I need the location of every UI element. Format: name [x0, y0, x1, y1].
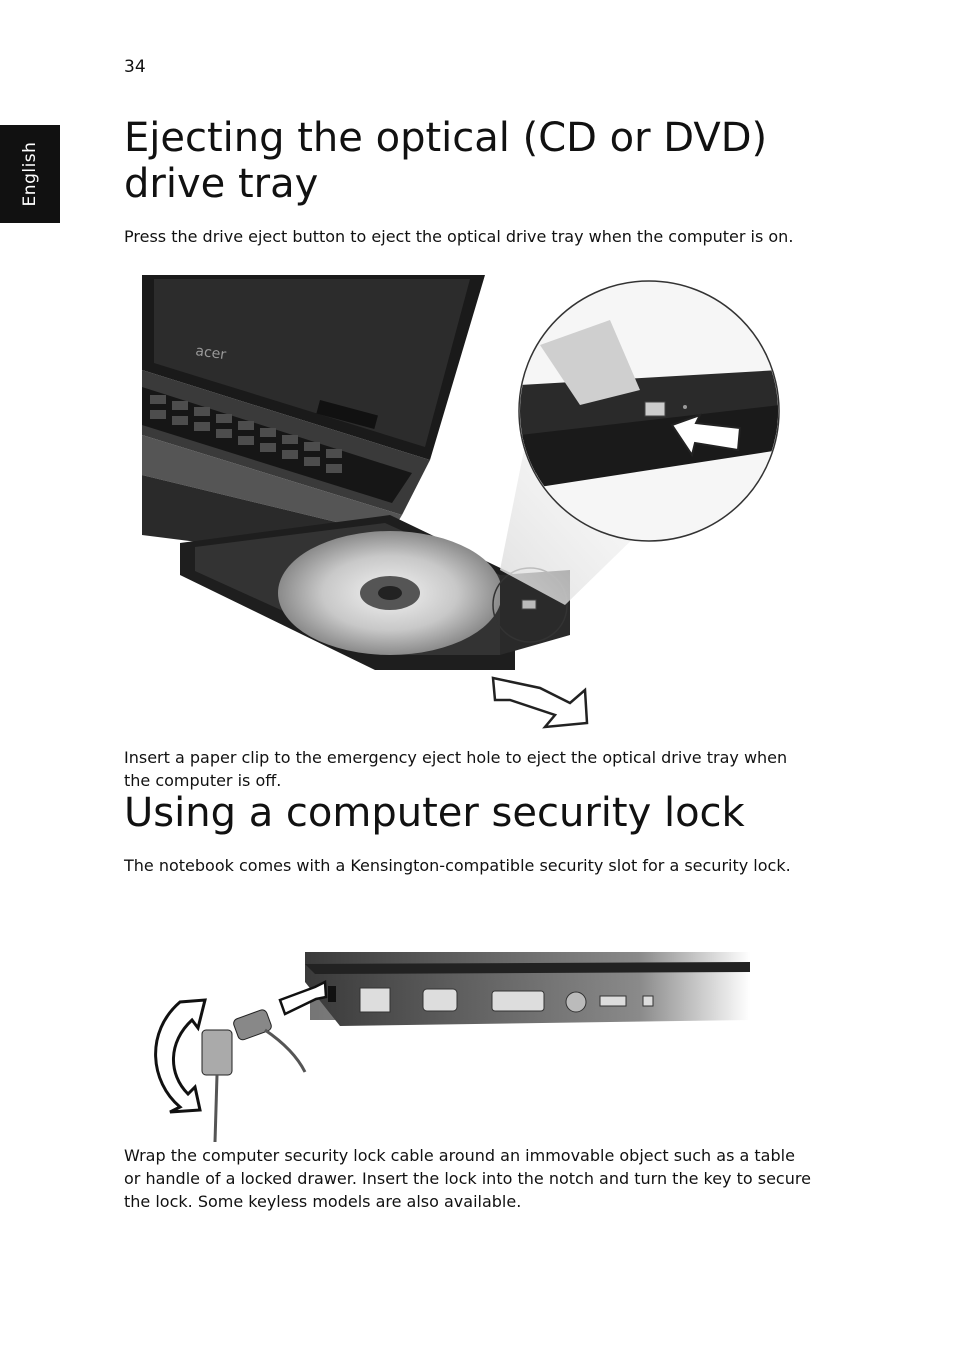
- security-lock-intro-text: The notebook comes with a Kensington-com…: [124, 856, 791, 875]
- language-tab-label: English: [20, 141, 40, 207]
- push-arrow-icon: [670, 413, 742, 458]
- ethernet-port-icon: [359, 987, 391, 1013]
- lock-slot: [328, 986, 336, 1002]
- page-number: 34: [124, 57, 146, 77]
- turn-key-arrow-icon: [154, 998, 207, 1114]
- side-ports: [328, 986, 654, 1013]
- emergency-eject-text: Insert a paper clip to the emergency eje…: [124, 748, 788, 790]
- section-title-security-lock: Using a computer security lock: [124, 790, 745, 836]
- security-lock-body-text: Wrap the computer security lock cable ar…: [124, 1146, 811, 1211]
- eject-button-closeup: [518, 280, 780, 542]
- eject-intro-text: Press the drive eject button to eject th…: [124, 227, 794, 246]
- laptop-keyboard: [142, 370, 430, 565]
- kensington-lock: [201, 1009, 307, 1142]
- tray-pull-arrow-icon: [491, 676, 589, 729]
- laptop-lid: acer: [142, 275, 485, 460]
- optical-drive-illustration: acer: [142, 275, 780, 729]
- acer-logo: acer: [194, 343, 227, 363]
- optical-drive-tray: [180, 515, 570, 670]
- section-title-eject: Ejecting the optical (CD or DVD) drive t…: [124, 115, 768, 207]
- language-tab: English: [0, 125, 60, 223]
- insert-arrow-icon: [278, 980, 328, 1016]
- security-lock-illustration: [154, 952, 750, 1142]
